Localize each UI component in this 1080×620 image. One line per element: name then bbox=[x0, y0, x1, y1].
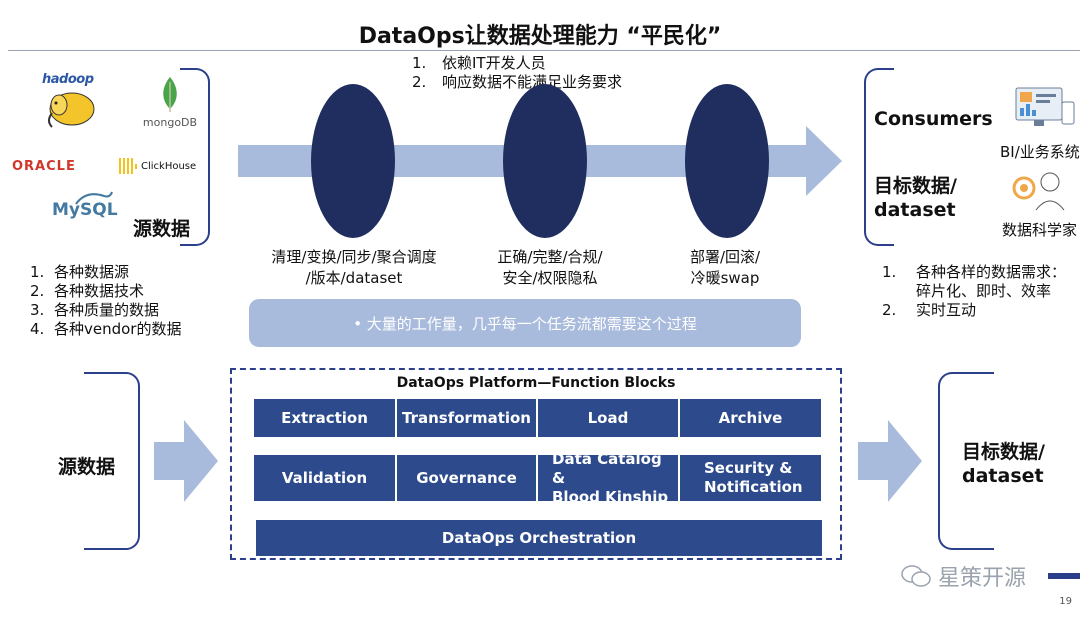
stage-ellipse-2 bbox=[503, 84, 587, 238]
top-note-1: 1.依赖IT开发人员 bbox=[412, 54, 546, 72]
watermark: 星策开源 bbox=[900, 560, 1026, 592]
target-dataset-label: 目标数据/ dataset bbox=[874, 175, 957, 221]
top-notes: 1.依赖IT开发人员 2.响应数据不能满足业务要求 bbox=[412, 54, 622, 92]
corner-accent-bar bbox=[1048, 573, 1080, 579]
source-list-item: 3.各种质量的数据 bbox=[30, 301, 160, 319]
platform-to-target-arrow bbox=[858, 420, 922, 502]
data-scientist-label: 数据科学家 bbox=[1002, 221, 1078, 239]
bottom-target-bracket bbox=[938, 372, 994, 550]
source-data-label: 源数据 bbox=[133, 218, 191, 240]
bottom-target-label: 目标数据/ dataset bbox=[962, 441, 1045, 487]
consumer-list-item: 1.各种各样的数据需求： bbox=[882, 263, 1067, 281]
wechat-icon bbox=[901, 565, 931, 587]
title-divider bbox=[8, 50, 1080, 51]
source-list-item: 2.各种数据技术 bbox=[30, 282, 145, 300]
consumer-bracket bbox=[864, 68, 894, 246]
block-governance: Governance bbox=[397, 455, 536, 501]
step-text-3: 部署/回滚/ 冷暖swap bbox=[689, 248, 761, 287]
block-load: Load bbox=[538, 399, 678, 437]
platform-title: DataOps Platform—Function Blocks bbox=[396, 375, 676, 391]
source-list-item: 1.各种数据源 bbox=[30, 263, 130, 281]
mongodb-logo: mongoDB bbox=[140, 76, 200, 129]
source-list: 1.各种数据源 2.各种数据技术 3.各种质量的数据 4.各种vendor的数据 bbox=[30, 263, 181, 339]
platform-frame bbox=[230, 368, 842, 560]
bi-system-label: BI/业务系统 bbox=[1000, 143, 1080, 161]
block-security: Security & Notification bbox=[680, 455, 821, 501]
block-orchestration: DataOps Orchestration bbox=[256, 520, 822, 556]
source-bracket bbox=[180, 68, 210, 246]
oracle-logo: ORACLE bbox=[12, 159, 76, 174]
step-text-2: 正确/完整/合规/ 安全/权限隐私 bbox=[497, 248, 603, 287]
block-transformation: Transformation bbox=[397, 399, 536, 437]
consumer-list-item-continuation: 碎片化、即时、效率 bbox=[916, 282, 1052, 300]
clickhouse-logo: ClickHouse bbox=[118, 156, 196, 176]
elephant-icon bbox=[48, 92, 95, 128]
page-title: DataOps让数据处理能力 “平民化” bbox=[358, 24, 722, 49]
block-archive: Archive bbox=[680, 399, 821, 437]
source-list-item: 4.各种vendor的数据 bbox=[30, 320, 182, 338]
hadoop-logo: hadoop bbox=[42, 72, 107, 132]
dolphin-icon bbox=[75, 191, 113, 205]
stage-ellipse-1 bbox=[311, 84, 395, 238]
data-scientist-icon bbox=[1012, 172, 1065, 211]
block-data-catalog: Data Catalog & Blood Kinship bbox=[538, 450, 678, 506]
source-to-platform-arrow bbox=[154, 420, 218, 502]
consumer-list-item: 2.实时互动 bbox=[882, 301, 977, 319]
workload-banner: • 大量的工作量，几乎每一个任务流都需要这个过程 bbox=[249, 299, 801, 347]
consumer-list: 1.各种各样的数据需求： 碎片化、即时、效率 2.实时互动 bbox=[882, 263, 1066, 320]
consumers-label: Consumers bbox=[874, 108, 993, 130]
bottom-source-bracket bbox=[84, 372, 140, 550]
mysql-logo: MySQL bbox=[52, 191, 118, 220]
stage-ellipse-3 bbox=[685, 84, 769, 238]
leaf-icon bbox=[163, 77, 177, 112]
bottom-source-label: 源数据 bbox=[58, 456, 116, 478]
bi-dashboard-icon bbox=[1015, 87, 1075, 126]
block-extraction: Extraction bbox=[254, 399, 395, 437]
clickhouse-bars-icon bbox=[119, 158, 137, 174]
page-number: 19 bbox=[1059, 596, 1072, 607]
step-text-1: 清理/变换/同步/聚合调度 /版本/dataset bbox=[271, 248, 437, 287]
top-note-2: 2.响应数据不能满足业务要求 bbox=[412, 73, 623, 91]
block-validation: Validation bbox=[254, 455, 395, 501]
